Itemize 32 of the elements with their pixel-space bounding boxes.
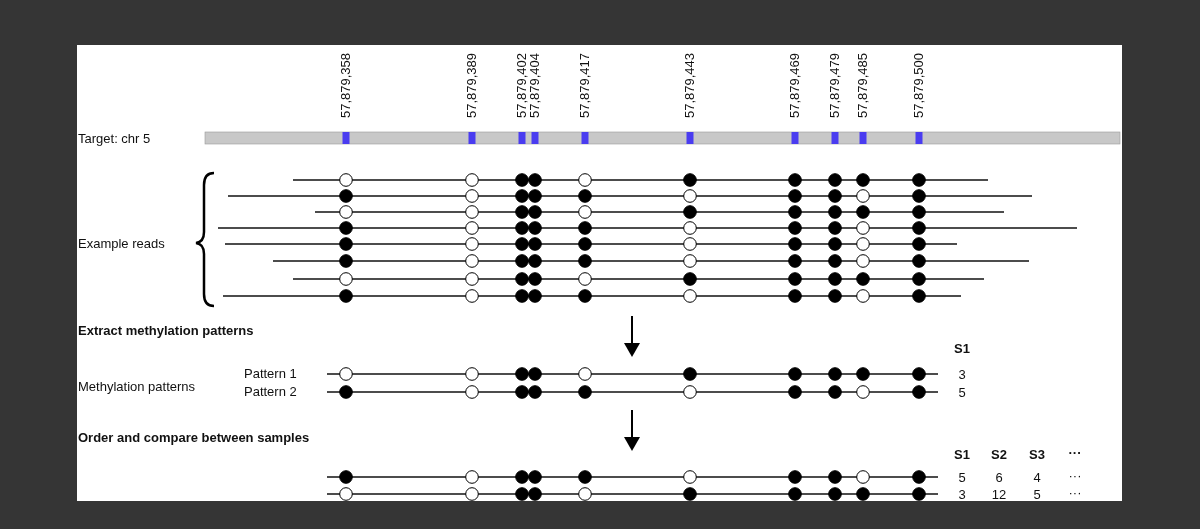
position-label: 57,879,443 (682, 52, 697, 118)
sample-header: S3 (1029, 446, 1045, 462)
position-label: 57,879,404 (527, 52, 542, 118)
position-label: 57,879,485 (855, 52, 870, 118)
row-label: Pattern 2 (244, 383, 297, 399)
sample-header: S1 (954, 446, 970, 462)
count-value: 6 (995, 469, 1003, 485)
row-label: Pattern 1 (244, 365, 297, 381)
row-label: Example reads (78, 235, 165, 251)
step-heading: Extract methylation patterns (78, 322, 254, 338)
row-label: Target: chr 5 (78, 130, 151, 146)
count-value: 5 (958, 469, 966, 485)
position-label: 57,879,358 (338, 52, 353, 118)
position-label: 57,879,469 (787, 52, 802, 118)
sample-header: S2 (991, 446, 1007, 462)
count-value: 4 (1033, 469, 1041, 485)
count-value: ··· (1068, 467, 1082, 483)
position-label: 57,879,479 (827, 52, 842, 118)
position-label: 57,879,500 (911, 52, 926, 118)
count-value: 5 (1033, 486, 1041, 502)
count-value: 12 (991, 486, 1007, 502)
count-value: 3 (958, 366, 966, 382)
count-value: 3 (958, 486, 966, 502)
position-label: 57,879,417 (577, 52, 592, 118)
count-value: ··· (1068, 484, 1082, 500)
row-label: Methylation patterns (78, 378, 196, 394)
sample-header: ··· (1068, 444, 1082, 460)
sample-header: S1 (954, 340, 970, 356)
position-label: 57,879,402 (514, 52, 529, 118)
count-value: 5 (958, 384, 966, 400)
step-heading: Order and compare between samples (78, 429, 310, 445)
position-label: 57,879,389 (464, 52, 479, 118)
